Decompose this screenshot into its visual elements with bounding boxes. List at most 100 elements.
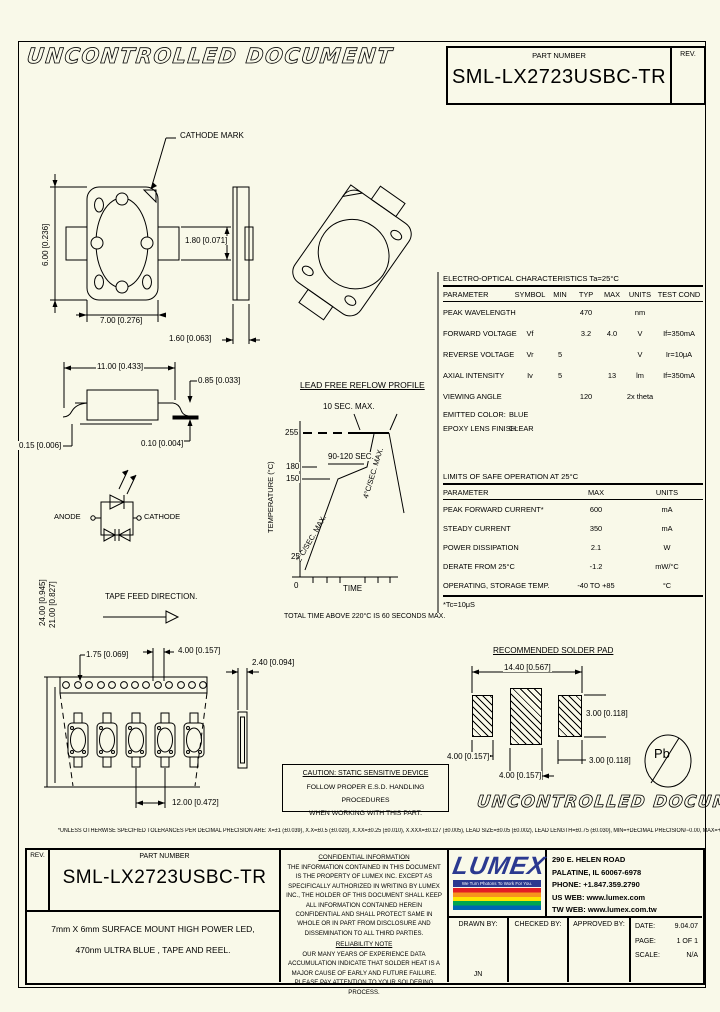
eo-cell <box>513 386 547 407</box>
drawn-by-label: DRAWN BY: <box>458 921 498 928</box>
limits-cell: POWER DISSIPATION <box>443 543 519 552</box>
eo-cell: 3.2 <box>580 329 592 338</box>
part-number-box: PART NUMBER SML-LX2723USBC-TR <box>446 46 672 105</box>
limits-cell: 2.1 <box>590 543 602 552</box>
eo-cell <box>655 302 703 323</box>
title-block-rev-cell: REV. <box>27 850 50 912</box>
circuit-symbol <box>90 469 142 542</box>
page-label: PAGE: <box>635 937 656 945</box>
tolerance-note: *UNLESS OTHERWISE SPECIFIED TOLERANCES P… <box>57 828 720 834</box>
eo-header: TYP <box>573 287 599 302</box>
solder-pad-right-dim-label: 3.00 [0.118] <box>588 756 632 766</box>
eo-header: UNITS <box>625 287 655 302</box>
isometric-view-drawing <box>292 184 412 321</box>
eo-cell <box>655 386 703 407</box>
description-line2: 470nm ULTRA BLUE , TAPE AND REEL. <box>75 945 231 955</box>
limits-cell: mA <box>661 505 673 514</box>
drawing-border <box>18 41 706 988</box>
limits-cell: W <box>663 543 671 552</box>
date-row: DATE: 9.04.07 <box>631 920 702 935</box>
eo-cell: Vf <box>526 329 534 338</box>
lumex-logo-rainbow <box>453 888 541 910</box>
tape-drawing <box>44 648 259 808</box>
reflow-chart-lines <box>292 413 405 583</box>
eo-cell: 5 <box>557 350 563 359</box>
cathode-label: CATHODE <box>143 512 182 522</box>
eo-cell <box>547 302 573 323</box>
scale-value: N/A <box>686 952 698 959</box>
reflow-title: LEAD FREE REFLOW PROFILE <box>299 380 426 391</box>
eo-cell <box>573 365 599 386</box>
eo-header: TEST COND <box>655 287 703 302</box>
title-block-pn-label: PART NUMBER <box>139 853 190 860</box>
eo-cell <box>599 302 625 323</box>
reliability-title: RELIABILITY NOTE <box>335 941 393 949</box>
eo-cell: V <box>637 329 643 338</box>
limits-cell: -1.2 <box>589 562 603 571</box>
eo-header: SYMBOL <box>513 287 547 302</box>
eo-cell: 470 <box>579 308 593 317</box>
eo-cell: 5 <box>557 371 563 380</box>
part-number-label: PART NUMBER <box>532 51 586 60</box>
limits-cell: 350 <box>589 524 603 533</box>
limits-cell: 600 <box>589 505 603 514</box>
address-line: 290 E. HELEN ROAD <box>552 855 626 864</box>
eo-cell <box>599 386 625 407</box>
dim-length-label: 11.00 [0.433] <box>96 362 145 372</box>
title-block-rev-label: REV. <box>30 852 45 859</box>
lumex-logo-tagline: We Turn Photons To Work For You. <box>453 880 541 887</box>
limits-header: PARAMETER <box>443 485 561 500</box>
reflow-soak-note: 90-120 SEC. <box>327 452 375 462</box>
eo-cell: FORWARD VOLTAGE <box>443 329 517 338</box>
caution-line1: CAUTION: STATIC SENSITIVE DEVICE <box>302 770 429 777</box>
limits-footnote: *Tc=10μS <box>443 600 475 609</box>
edge-view-drawing <box>222 186 260 344</box>
eo-cell <box>573 344 599 365</box>
eo-cell: VIEWING ANGLE <box>443 392 502 401</box>
eo-header: MIN <box>547 287 573 302</box>
part-number-value: SML-LX2723USBC-TR <box>451 66 667 88</box>
eo-table-grid: PARAMETER SYMBOL MIN TYP MAX UNITS TEST … <box>443 285 703 407</box>
eo-cell: Ir=10μA <box>665 350 693 359</box>
lumex-logo-text: LUMEX <box>450 852 548 880</box>
eo-cell <box>547 386 573 407</box>
tape-feed-arrow <box>103 610 180 624</box>
lens-finish-row: EPOXY LENS FINISH: CLEAR <box>443 421 703 435</box>
eo-cell: 13 <box>607 371 617 380</box>
eo-cell: 4.0 <box>606 329 618 338</box>
solder-pad-overall-label: 14.40 [0.567] <box>503 663 552 673</box>
front-view-drawing <box>50 137 231 322</box>
tape-part-pitch-label: 12.00 [0.472] <box>171 798 220 808</box>
cathode-mark-label: CATHODE MARK <box>179 131 245 141</box>
tape-hole-pitch-label: 4.00 [0.157] <box>177 646 222 656</box>
address-line: US WEB: www.lumex.com <box>552 892 646 902</box>
dim-width-label: 7.00 [0.276] <box>99 316 144 326</box>
eo-cell <box>547 323 573 344</box>
checked-by-label: CHECKED BY: <box>514 921 562 928</box>
dim-height-label: 6.00 [0.236] <box>41 195 50 295</box>
reflow-tick-180: 180 <box>285 462 301 472</box>
address-cell: 290 E. HELEN ROAD PALATINE, IL 60067-697… <box>547 850 702 918</box>
reflow-y-axis-label: TEMPERATURE (°C) <box>266 430 275 565</box>
dim-lead-height-label: 0.85 [0.033] <box>197 376 242 386</box>
dim-tab-height-label: 1.80 [0.071] <box>184 236 229 246</box>
page-row: PAGE: 1 OF 1 <box>631 935 702 950</box>
eo-cell: AXIAL INTENSITY <box>443 371 505 380</box>
limits-cell: OPERATING, STORAGE TEMP. <box>443 581 550 590</box>
checked-by-cell: CHECKED BY: <box>509 918 569 982</box>
tape-inner-width-label: 21.00 [0.827] <box>48 557 57 653</box>
limits-cell: PEAK FORWARD CURRENT* <box>443 505 544 514</box>
dim-standoff-label: 0.15 [0.006] <box>18 441 63 451</box>
rev-box: REV. <box>670 46 706 105</box>
reflow-time-note: 10 SEC. MAX. <box>322 402 376 412</box>
confidential-title: CONFIDENTIAL INFORMATION <box>318 854 410 861</box>
eo-cell: nm <box>634 308 646 317</box>
eo-cell: If=350mA <box>663 371 695 380</box>
profile-view-drawing <box>62 362 199 447</box>
limits-header: UNITS <box>631 485 703 500</box>
tape-feed-label: TAPE FEED DIRECTION. <box>104 592 199 602</box>
eo-cell: V <box>637 350 643 359</box>
scale-row: SCALE: N/A <box>631 949 702 964</box>
solder-pad-height-label: 3.00 [0.118] <box>585 709 629 719</box>
date-label: DATE: <box>635 923 656 930</box>
